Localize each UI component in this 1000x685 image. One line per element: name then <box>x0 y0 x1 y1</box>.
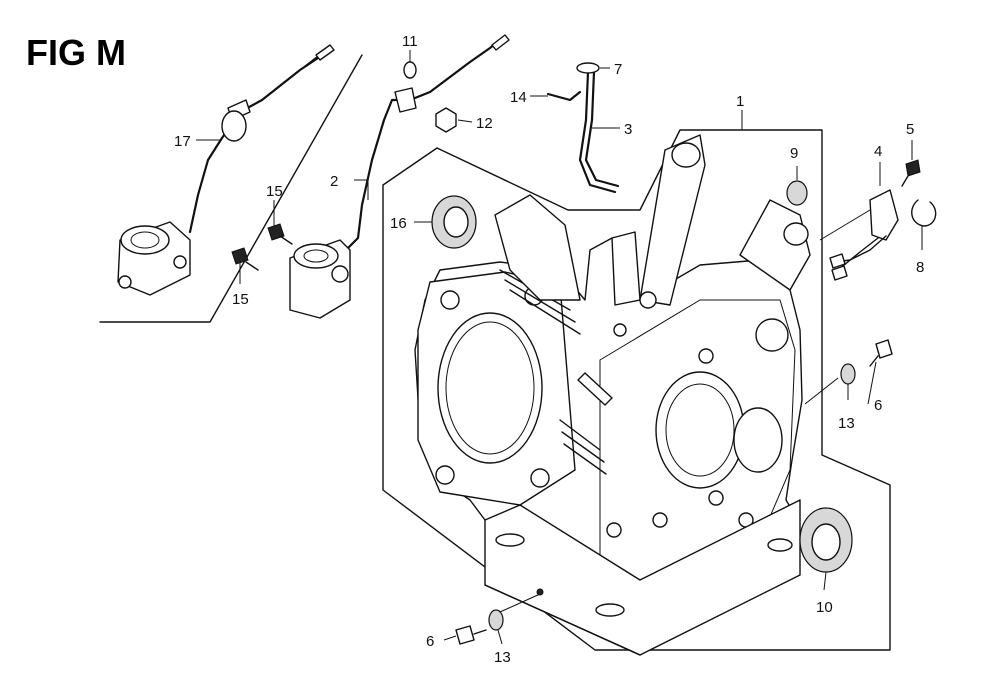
crankcase <box>414 134 811 656</box>
callout-17: 17 <box>174 133 191 150</box>
washer-13-right <box>840 363 856 385</box>
callout-10: 10 <box>816 599 833 616</box>
callout-11: 11 <box>402 33 418 50</box>
washer-9 <box>786 180 808 206</box>
bolt-15a <box>267 223 293 245</box>
callout-16: 16 <box>390 215 407 232</box>
bolt-6-right <box>869 339 893 367</box>
callout-1: 1 <box>736 93 744 110</box>
callout-6-right: 6 <box>874 397 882 414</box>
washer-7 <box>576 62 600 74</box>
callout-13-right: 13 <box>838 415 855 432</box>
callout-12: 12 <box>476 115 493 132</box>
callout-5: 5 <box>906 121 914 138</box>
callout-7: 7 <box>614 61 622 78</box>
nut-12 <box>435 107 457 133</box>
group-boundary-crankcase <box>382 129 891 651</box>
callout-6-bottom: 6 <box>426 633 434 650</box>
callout-4: 4 <box>874 143 882 160</box>
sensor-bracket-4 <box>829 189 899 281</box>
oil-seal-10 <box>799 507 853 573</box>
callout-13-bottom: 13 <box>494 649 511 666</box>
group-boundary-left <box>99 54 363 323</box>
leader-lines <box>196 50 923 645</box>
oil-seal-16 <box>431 195 477 249</box>
callout-9: 9 <box>790 145 798 162</box>
breather-tube-3 <box>578 70 620 194</box>
clip-14 <box>546 90 582 102</box>
callout-15-top: 15 <box>266 183 283 200</box>
washer-13-bottom <box>488 609 504 631</box>
bolt-6-bottom <box>455 625 487 645</box>
clamp-8 <box>911 199 937 227</box>
bolt-15b <box>231 247 259 271</box>
washer-11 <box>403 61 417 79</box>
callout-15-bottom: 15 <box>232 291 249 308</box>
bolt-5 <box>901 159 921 187</box>
callout-14: 14 <box>510 89 527 106</box>
figure-title: FIG M <box>26 32 126 73</box>
callout-8: 8 <box>916 259 924 276</box>
oil-level-switch-17 <box>117 44 335 296</box>
oil-level-switch-2 <box>289 34 510 319</box>
callout-3: 3 <box>624 121 632 138</box>
callout-2: 2 <box>330 173 338 190</box>
